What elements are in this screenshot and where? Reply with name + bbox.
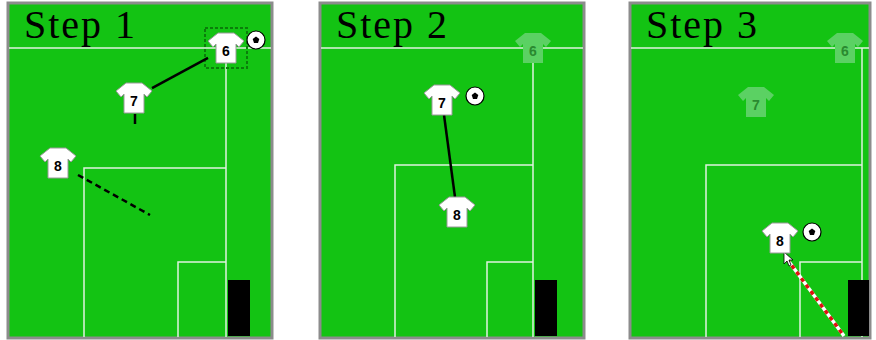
player-number: 7 bbox=[130, 89, 138, 108]
player-shirt: 8 bbox=[40, 148, 76, 178]
step-heading: Step 1 bbox=[24, 3, 137, 47]
player-shirt: 7 bbox=[116, 83, 152, 113]
goal-box bbox=[178, 262, 226, 337]
shirt-outline bbox=[208, 33, 244, 63]
shirt-outline bbox=[424, 85, 460, 115]
pitch-line bbox=[225, 48, 227, 337]
penalty-box bbox=[706, 165, 862, 337]
selection-box bbox=[205, 28, 247, 68]
ball bbox=[803, 223, 821, 241]
player-shirt: 7 bbox=[738, 87, 774, 117]
player-number: 6 bbox=[841, 39, 849, 58]
step-panel: Step 1 6 7 8 bbox=[8, 3, 272, 338]
pitch-line bbox=[532, 48, 534, 337]
pitch-line bbox=[321, 47, 583, 49]
player-number: 7 bbox=[752, 93, 760, 112]
penalty-box bbox=[84, 168, 226, 337]
player-shirt: 6 bbox=[515, 33, 551, 63]
shirt-outline bbox=[439, 197, 475, 227]
goal-box bbox=[487, 262, 533, 337]
pass-line bbox=[152, 58, 208, 88]
pitch bbox=[630, 3, 870, 338]
shirt-outline bbox=[116, 83, 152, 113]
step-heading: Step 3 bbox=[646, 3, 759, 47]
pitch-line bbox=[631, 47, 869, 49]
player-number: 8 bbox=[453, 203, 461, 222]
player-number: 7 bbox=[438, 91, 446, 110]
goal bbox=[228, 280, 250, 336]
shirt-outline bbox=[515, 33, 551, 63]
shirt-outline bbox=[762, 223, 798, 253]
shirt-outline bbox=[827, 33, 863, 63]
shirt-outline bbox=[738, 87, 774, 117]
run-path bbox=[78, 175, 150, 215]
mouse-cursor bbox=[784, 252, 793, 266]
step-panel: Step 2 6 7 8 bbox=[320, 3, 584, 338]
pitch bbox=[320, 3, 584, 338]
goal bbox=[535, 280, 557, 336]
pass-line bbox=[444, 115, 455, 197]
step-panel: Step 3 6 7 8 bbox=[630, 3, 870, 338]
step-heading: Step 2 bbox=[336, 3, 449, 47]
player-shirt: 6 bbox=[208, 33, 244, 63]
player-number: 6 bbox=[222, 39, 230, 58]
goal bbox=[848, 280, 869, 336]
run-path bbox=[134, 114, 137, 124]
player-shirt: 7 bbox=[424, 85, 460, 115]
shirt-outline bbox=[40, 148, 76, 178]
shot-path bbox=[787, 259, 844, 336]
player-shirt: 8 bbox=[762, 223, 798, 253]
penalty-box bbox=[395, 165, 533, 337]
pitch bbox=[8, 3, 272, 338]
player-shirt: 6 bbox=[827, 33, 863, 63]
player-shirt: 8 bbox=[439, 197, 475, 227]
player-number: 8 bbox=[776, 229, 784, 248]
player-number: 8 bbox=[54, 154, 62, 173]
shot-path bbox=[787, 259, 844, 336]
player-number: 6 bbox=[529, 39, 537, 58]
ball bbox=[466, 87, 484, 105]
ball bbox=[247, 31, 265, 49]
